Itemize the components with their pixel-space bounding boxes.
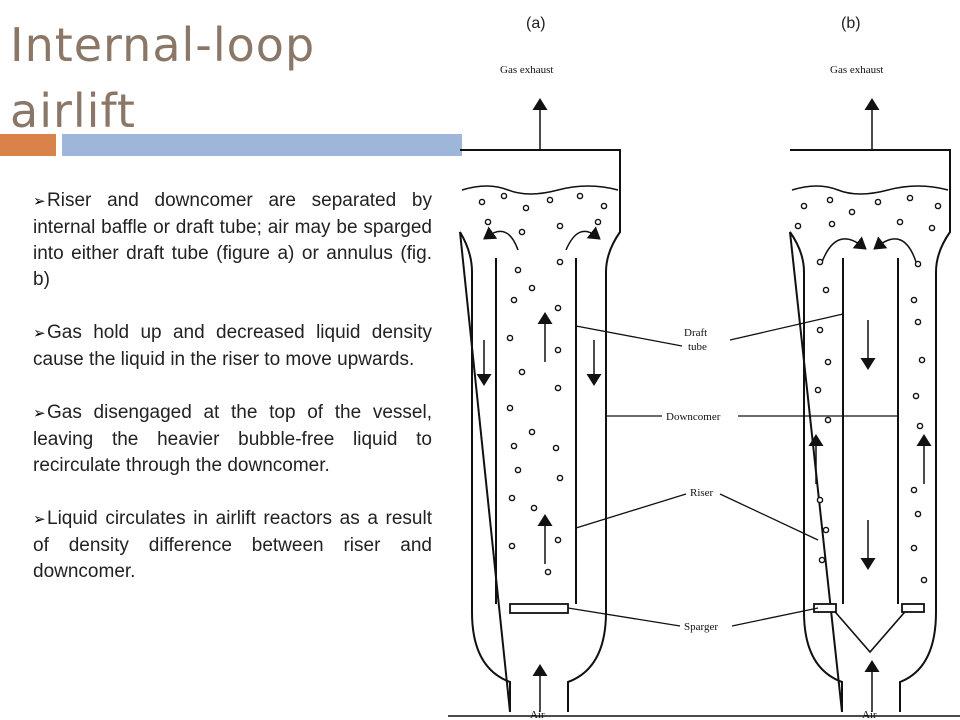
bullet-text: Riser and downcomer are separated by int…: [33, 190, 432, 290]
draft-tube-label-line2: tube: [688, 341, 707, 353]
bullet-arrow-icon: ➢: [33, 511, 46, 528]
bullet-item: ➢Gas hold up and decreased liquid densit…: [33, 320, 432, 373]
draft-tube-label-line1: Draft: [684, 327, 707, 339]
bullet-arrow-icon: ➢: [33, 405, 46, 422]
air-label-b: Air: [862, 709, 877, 720]
bubbles-a: [478, 192, 608, 576]
downcomer-label: Downcomer: [666, 411, 721, 423]
sparger-callout: Sparger: [567, 607, 819, 633]
vessel-b: [789, 149, 951, 713]
riser-callout: Riser: [575, 487, 819, 541]
accent-bar-blue: [62, 134, 462, 156]
air-label-a: Air: [530, 709, 545, 720]
riser-label: Riser: [690, 487, 714, 499]
draft-tube-callout: Draft tube: [575, 313, 844, 353]
bullet-list: ➢Riser and downcomer are separated by in…: [33, 188, 432, 612]
bullet-item: ➢Riser and downcomer are separated by in…: [33, 188, 432, 293]
airlift-diagram: (a) (b) Gas exhaust Gas exhaust Air: [448, 15, 960, 720]
bullet-arrow-icon: ➢: [33, 325, 46, 342]
accent-bar-orange: [0, 134, 56, 156]
bullet-item: ➢Liquid circulates in airlift reactors a…: [33, 506, 432, 585]
panel-a-label: (a): [526, 15, 546, 32]
panel-b-label: (b): [841, 15, 861, 32]
sparger-a: [509, 603, 569, 614]
sparger-label: Sparger: [684, 621, 718, 633]
bullet-arrow-icon: ➢: [33, 193, 46, 210]
vessel-a: [459, 149, 621, 713]
bullet-text: Liquid circulates in airlift reactors as…: [33, 508, 432, 582]
slide-title: Internal-loop airlift: [10, 18, 316, 138]
bullet-item: ➢Gas disengaged at the top of the vessel…: [33, 400, 432, 479]
downcomer-callout: Downcomer: [606, 411, 898, 423]
bullet-text: Gas disengaged at the top of the vessel,…: [33, 402, 432, 476]
gas-exhaust-label-a: Gas exhaust: [500, 64, 553, 76]
flow-arrows-b: [808, 236, 932, 570]
bullet-text: Gas hold up and decreased liquid density…: [33, 322, 432, 370]
sparger-b: [813, 603, 925, 613]
bubbles-b: [794, 194, 942, 584]
gas-exhaust-label-b: Gas exhaust: [830, 64, 883, 76]
flow-arrows-a: [476, 226, 602, 564]
